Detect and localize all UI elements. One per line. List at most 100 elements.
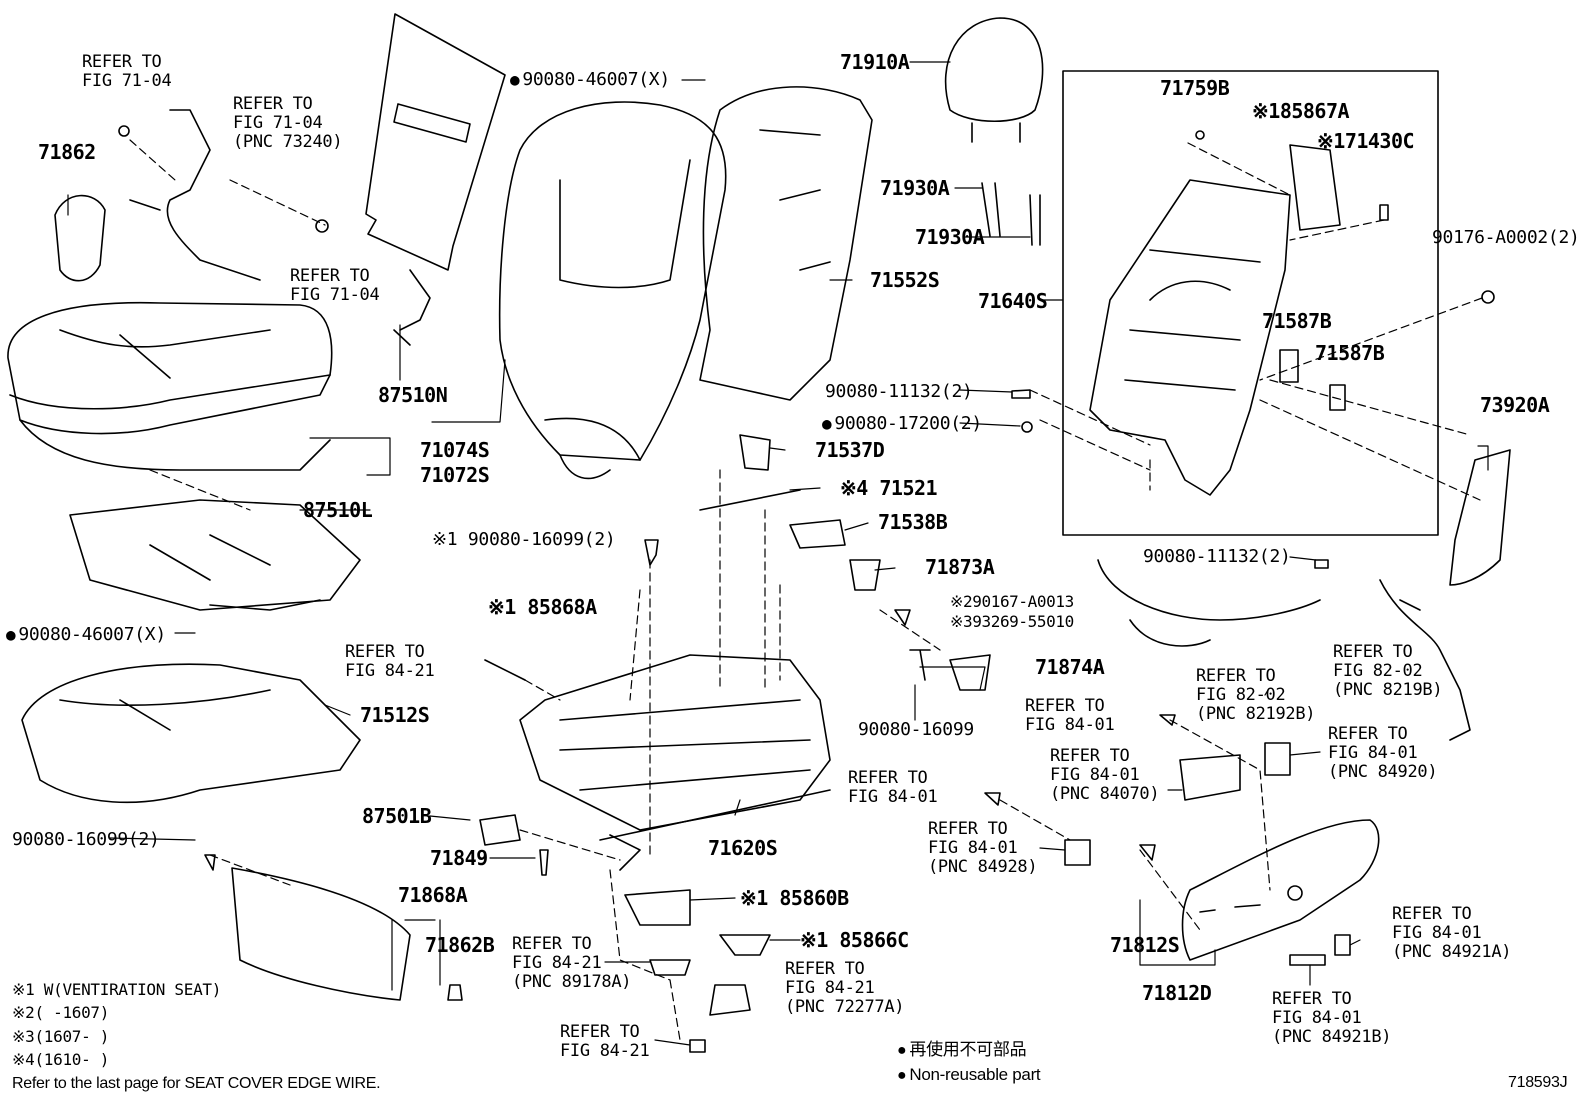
part-label-71868A: 71868A: [398, 883, 468, 907]
ref-line: REFER TO: [785, 959, 865, 979]
part-label-87510N: 87510N: [378, 383, 448, 407]
inset-frame-box: [1062, 70, 1439, 536]
ref-line: REFER TO: [1050, 746, 1130, 766]
seat-cushion: [7, 301, 333, 435]
ref-line: (PNC 84921B): [1272, 1027, 1392, 1047]
part-label-71074S: 71074S: [420, 438, 490, 462]
note-mark: ※1: [740, 886, 768, 910]
part-number: 93269-55010: [972, 612, 1074, 631]
ref-line: (PNC 84921A): [1392, 942, 1512, 962]
note-mark: ※1: [1317, 129, 1345, 153]
diagram-id: 718593J: [1508, 1074, 1568, 1091]
ref-line: (PNC 82192B): [1196, 704, 1316, 724]
ref-line: (PNC 72277A): [785, 997, 905, 1017]
part-label-90080-11132: 90080-11132(2): [825, 381, 973, 402]
note-mark: ※3: [950, 612, 973, 631]
seatbelt-buckle: [166, 109, 261, 281]
ref-line: REFER TO: [345, 642, 425, 662]
seat-back-board: [365, 13, 506, 271]
note-mark: ※4: [840, 476, 868, 500]
ref-line: REFER TO: [560, 1022, 640, 1042]
part-label-71812D: 71812D: [1142, 981, 1212, 1005]
ref-line: FIG 84-01: [928, 838, 1018, 858]
front-cover: [231, 867, 411, 1001]
part-label-85867A: ※185867A: [1252, 99, 1350, 123]
part-label-90176-A0002: 90176-A0002(2): [1432, 227, 1580, 248]
wire-harness-1: [1097, 559, 1321, 621]
ref-line: REFER TO: [1196, 666, 1276, 686]
seat-back-pad: [699, 86, 873, 401]
part-label-90080-17200: 90080-17200(2): [822, 414, 982, 434]
ref-line: FIG 84-01: [1392, 923, 1482, 943]
part-label-71640S: 71640S: [978, 289, 1048, 313]
seat-track-assembly: [519, 654, 831, 831]
footer-note: Refer to the last page for SEAT COVER ED…: [12, 1075, 381, 1092]
part-label-93269-55010: ※393269-55010: [950, 612, 1074, 632]
ref-line: REFER TO: [1333, 642, 1413, 662]
part-label-73920A: 73920A: [1480, 393, 1550, 417]
ref-line: (PNC 84928): [928, 857, 1038, 877]
part-label-85866C: ※1 85866C: [800, 930, 909, 950]
board-slot: [393, 103, 471, 143]
ref-line: (PNC 84070): [1050, 784, 1160, 804]
part-label-71862: 71862: [38, 140, 96, 164]
part-number: 71430C: [1344, 129, 1415, 153]
part-number: 85868A: [527, 595, 597, 619]
ref-line: FIG 84-21: [785, 978, 875, 998]
ref-line: FIG 84-01: [1050, 765, 1140, 785]
part-label-90080-16099-2b: 90080-16099(2): [12, 829, 160, 850]
ref-line: FIG 71-04: [290, 285, 380, 305]
ref-line: REFER TO: [233, 94, 313, 114]
ref-line: (PNC 73240): [233, 132, 343, 152]
note-mark: ※1: [1252, 99, 1280, 123]
note-1: ※1 W(VENTIRATION SEAT): [12, 980, 222, 999]
heater-mat: [69, 499, 361, 611]
part-label-71587B: 71587B: [1315, 341, 1385, 365]
note-4: ※4(1610- ): [12, 1050, 110, 1069]
part-number: 90080-16099(2): [467, 529, 616, 550]
part-label-71521: ※4 71521: [840, 476, 938, 500]
part-label-90080-16099: 90080-16099: [858, 719, 974, 740]
ref-line: FIG 84-01: [848, 787, 938, 807]
part-label-71849: 71849: [430, 846, 488, 870]
ref-line: FIG 84-01: [1272, 1008, 1362, 1028]
part-label-71910A: 71910A: [840, 50, 910, 74]
part-label-85868A: ※1 85868A: [488, 597, 597, 617]
side-cover-71862: [54, 194, 106, 282]
ref-line: FIG 82-02: [1333, 661, 1423, 681]
ref-line: (PNC 84920): [1328, 762, 1438, 782]
ref-line: (PNC 8219B): [1333, 680, 1443, 700]
ref-line: FIG 84-21: [512, 953, 602, 973]
ref-line: REFER TO: [290, 266, 370, 286]
part-number: 90167-A0013: [972, 592, 1074, 611]
note-2: ※2( -1607): [12, 1003, 110, 1022]
part-label-71552S: 71552S: [870, 268, 940, 292]
ref-line: REFER TO: [82, 52, 162, 72]
seat-back-frame: [1089, 179, 1291, 496]
ref-line: FIG 82-02: [1196, 685, 1286, 705]
seat-back-cover: [498, 101, 727, 461]
part-label-71537D: 71537D: [815, 438, 885, 462]
note-mark: ※1: [800, 928, 828, 952]
part-number: 71521: [879, 476, 938, 500]
part-label-90080-46007-top: 90080-46007(X): [510, 70, 670, 90]
part-label-90167-A0013: ※290167-A0013: [950, 592, 1074, 612]
ref-line: FIG 84-01: [1328, 743, 1418, 763]
part-number: 85866C: [839, 928, 909, 952]
ref-line: REFER TO: [1328, 724, 1408, 744]
ref-line: FIG 71-04: [82, 71, 172, 91]
part-label-90080-46007-left: 90080-46007(X): [6, 625, 166, 645]
